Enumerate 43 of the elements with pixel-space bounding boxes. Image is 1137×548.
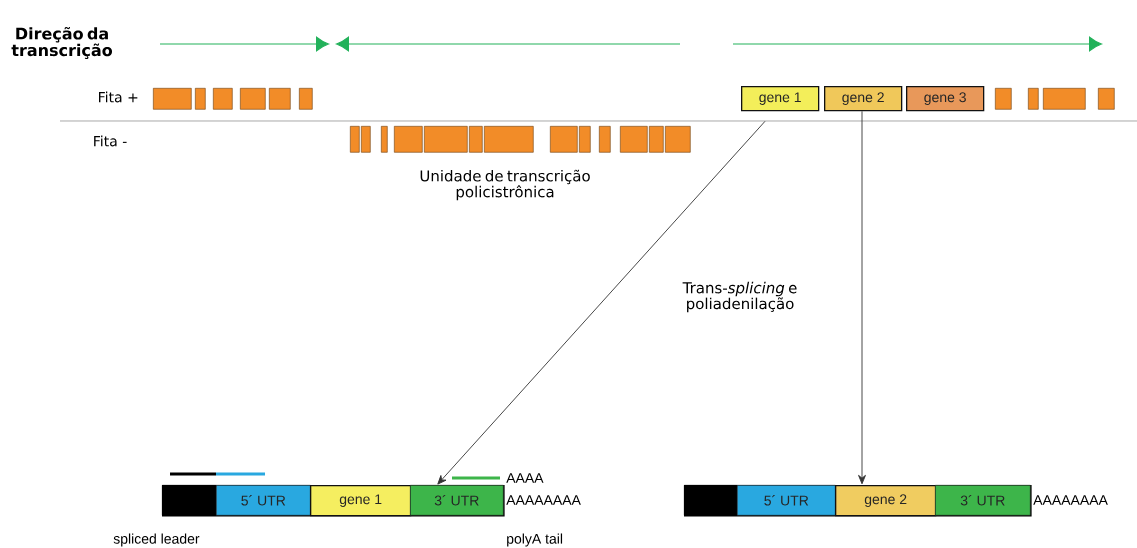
exon-box <box>599 126 611 153</box>
polya-label: AAAA <box>506 473 544 483</box>
utr-box: 5´ UTR <box>737 485 836 516</box>
gene-box: gene 1 <box>741 86 820 112</box>
utr-box: 3´ UTR <box>935 485 1031 516</box>
arrow <box>437 120 766 485</box>
caption-text: Unidade de transcrição policistrônica <box>420 169 590 201</box>
exon-box <box>213 88 233 110</box>
exon-box <box>579 126 591 153</box>
exon-box <box>195 88 206 110</box>
exon-box <box>381 126 388 153</box>
exon-box <box>350 126 360 153</box>
utr-box: 5´ UTR <box>216 485 311 516</box>
exon-box <box>1098 88 1115 110</box>
exon-box <box>1028 88 1039 110</box>
exon-box <box>1043 88 1086 110</box>
gene-box: gene 2 <box>835 485 937 517</box>
strand-label: Fita + <box>99 91 138 103</box>
utr-box: 3´ UTR <box>410 485 504 516</box>
exon-box <box>995 88 1012 110</box>
gene-box: gene 3 <box>906 86 985 112</box>
gene-box: gene 1 <box>310 485 412 517</box>
process-label: Trans-splicing e poliadenilação <box>682 281 797 313</box>
exon-box <box>665 126 691 153</box>
polya-label: AAAAAAAA <box>1033 495 1108 505</box>
exon-box <box>299 88 313 110</box>
exon-box <box>649 126 664 153</box>
gene-box: gene 2 <box>824 86 903 112</box>
exon-box <box>269 88 291 110</box>
exon-box <box>153 88 192 110</box>
exon-box <box>240 88 266 110</box>
part-label: polyA tail <box>507 533 563 547</box>
exon-box <box>394 126 423 153</box>
spliced-leader-box <box>162 485 217 516</box>
polya-label: AAAAAAAA <box>506 495 581 505</box>
part-label: spliced leader <box>113 533 200 547</box>
axis-title: Direção da transcrição <box>11 26 112 60</box>
exon-box <box>361 126 371 153</box>
spliced-leader-box <box>684 485 738 516</box>
strand-label: Fita - <box>94 135 127 147</box>
exon-box <box>469 126 483 153</box>
exon-box <box>620 126 648 153</box>
arrow <box>858 110 866 485</box>
